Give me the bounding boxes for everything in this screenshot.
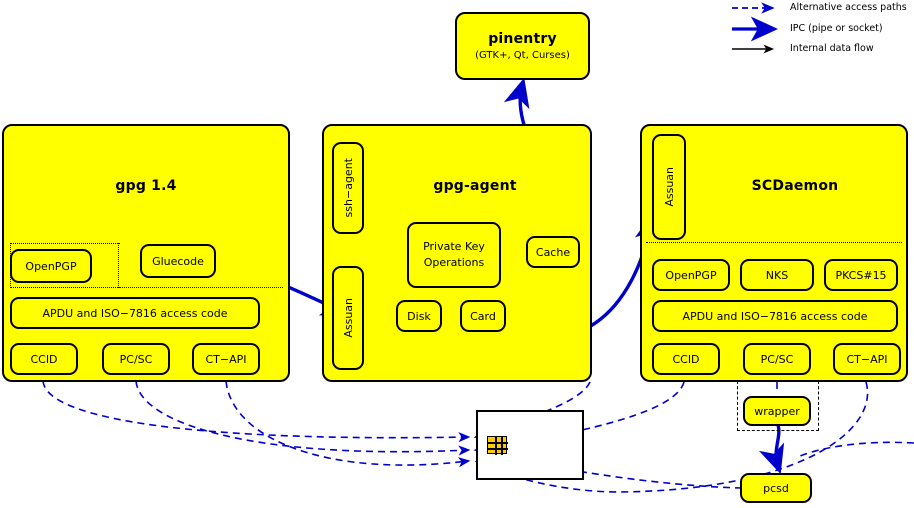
- gpg-agent-ssh-agent-label: ssh−agent: [341, 158, 355, 218]
- scdaemon-driver-pcsc[interactable]: PC/SC: [743, 343, 811, 375]
- wrapper-enclosure: [737, 381, 819, 431]
- node-pcsd[interactable]: pcsd: [740, 473, 812, 503]
- scdaemon-assuan-box[interactable]: Assuan: [652, 134, 686, 240]
- gpg-agent-disk-box[interactable]: Disk: [396, 300, 442, 332]
- scdaemon-driver-ccid[interactable]: CCID: [652, 343, 720, 375]
- node-wrapper[interactable]: wrapper: [743, 396, 811, 426]
- scdaemon-driver-ctapi-label: CT−API: [846, 352, 888, 366]
- gpg-agent-cache-box[interactable]: Cache: [526, 236, 580, 268]
- scdaemon-app-pkcs15-label: PKCS#15: [835, 268, 887, 282]
- gpg14-apdu-label: APDU and ISO−7816 access code: [42, 306, 228, 320]
- gpg14-openpgp-box[interactable]: OpenPGP: [10, 249, 92, 283]
- path-gpg-ctapi-to-card: [225, 380, 471, 468]
- scdaemon-app-nks-label: NKS: [765, 268, 789, 282]
- gpg-agent-card-box[interactable]: Card: [460, 300, 506, 332]
- scdaemon-assuan-label: Assuan: [662, 167, 676, 207]
- gpg14-card-layer-region-right: [118, 243, 283, 288]
- gpg14-driver-ctapi-label: CT−API: [205, 352, 247, 366]
- chip-line-v1: [495, 437, 497, 455]
- gpg-agent-ssh-agent-box[interactable]: ssh−agent: [332, 142, 364, 234]
- chip-line-h2: [488, 448, 508, 450]
- scdaemon-apdu-box[interactable]: APDU and ISO−7816 access code: [652, 300, 898, 332]
- pcsd-label: pcsd: [763, 481, 789, 495]
- gpg-agent-cache-label: Cache: [535, 245, 571, 259]
- private-key-ops-line2: Operations: [423, 256, 485, 269]
- gpg-agent-assuan-box[interactable]: Assuan: [332, 266, 364, 370]
- gpg14-card-layer-region-riser: [118, 243, 120, 288]
- smartcard-chip-icon: [487, 436, 508, 455]
- gpg14-driver-ctapi[interactable]: CT−API: [192, 343, 260, 375]
- legend-label-alt-paths: Alternative access paths: [790, 2, 907, 13]
- pinentry-title: pinentry: [488, 30, 557, 47]
- gpg14-title: gpg 1.4: [115, 178, 177, 194]
- scdaemon-divider: [646, 242, 902, 243]
- gpg14-gluecode-box[interactable]: Gluecode: [140, 244, 216, 278]
- path-scd-ccid-to-card: [473, 381, 685, 454]
- scdaemon-app-pkcs15[interactable]: PKCS#15: [824, 259, 898, 291]
- path-gpg-ccid-to-card: [42, 380, 471, 443]
- private-key-ops-line1: Private Key: [423, 240, 485, 254]
- scdaemon-app-openpgp[interactable]: OpenPGP: [652, 259, 730, 291]
- gpg14-driver-ccid-label: CCID: [30, 352, 58, 366]
- scdaemon-driver-ccid-label: CCID: [672, 352, 700, 366]
- legend-label-internal-flow: Internal data flow: [790, 43, 874, 54]
- path-gpg-pcsc-to-card: [135, 380, 471, 456]
- node-pinentry[interactable]: pinentry (GTK+, Qt, Curses): [455, 12, 590, 80]
- scdaemon-title: SCDaemon: [751, 178, 839, 194]
- scdaemon-app-openpgp-label: OpenPGP: [665, 268, 717, 282]
- legend-label-ipc: IPC (pipe or socket): [790, 23, 883, 34]
- gpg-agent-disk-label: Disk: [407, 309, 431, 323]
- gpg14-apdu-box[interactable]: APDU and ISO−7816 access code: [10, 297, 260, 329]
- gpg-agent-assuan-label: Assuan: [341, 298, 355, 338]
- gpg-agent-card-label: Card: [470, 309, 496, 323]
- gpg-agent-private-key-ops-box[interactable]: Private Key Operations: [407, 222, 501, 288]
- scdaemon-driver-pcsc-label: PC/SC: [760, 352, 794, 366]
- path-right-to-pcsd: [799, 441, 914, 457]
- scdaemon-driver-ctapi[interactable]: CT−API: [833, 343, 901, 375]
- gpg14-driver-pcsc[interactable]: PC/SC: [102, 343, 170, 375]
- wrapper-label: wrapper: [754, 404, 800, 418]
- chip-line-v2: [501, 437, 503, 455]
- chip-line-h1: [488, 442, 508, 444]
- scdaemon-apdu-label: APDU and ISO−7816 access code: [682, 309, 868, 323]
- gpg14-driver-pcsc-label: PC/SC: [119, 352, 153, 366]
- gpg-agent-title: gpg-agent: [433, 178, 517, 194]
- gpg14-gluecode-label: Gluecode: [152, 254, 204, 268]
- gpg14-driver-ccid[interactable]: CCID: [10, 343, 78, 375]
- pinentry-subtitle: (GTK+, Qt, Curses): [475, 49, 570, 61]
- scdaemon-app-nks[interactable]: NKS: [740, 259, 814, 291]
- gpg14-openpgp-label: OpenPGP: [25, 259, 77, 273]
